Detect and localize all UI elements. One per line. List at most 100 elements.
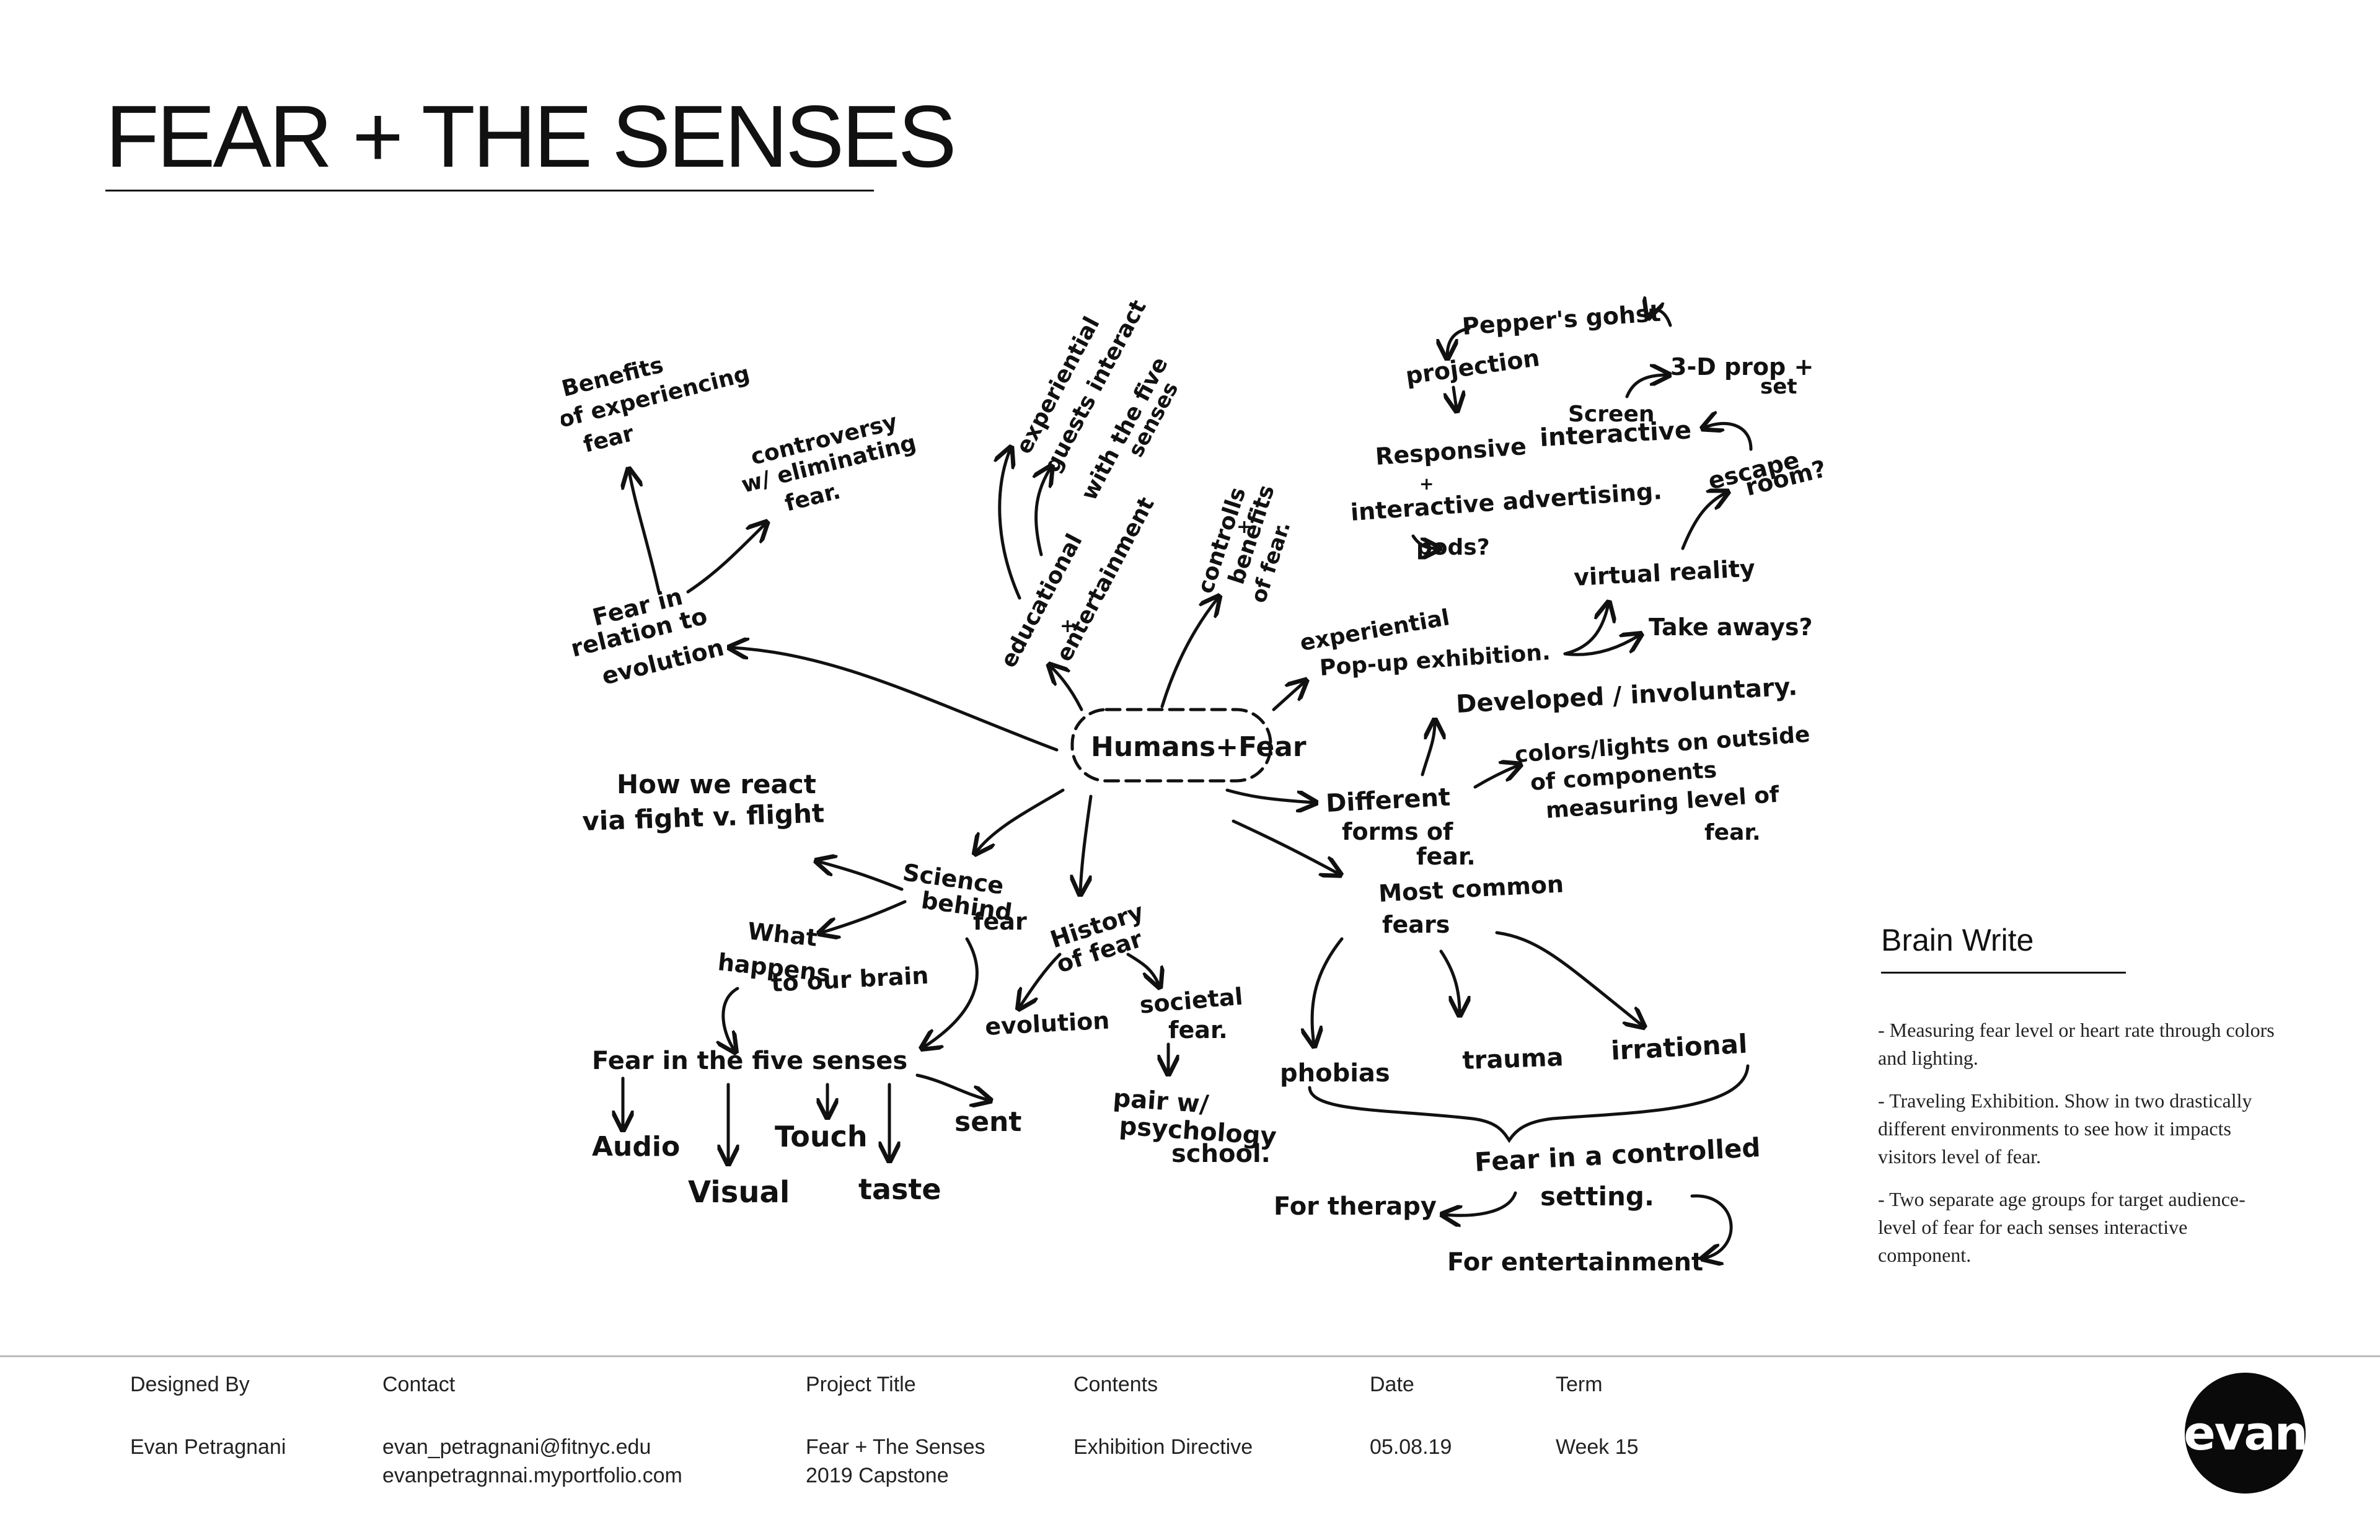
- pair-line1: pair w/: [1112, 1084, 1210, 1119]
- taste-label: taste: [858, 1173, 941, 1206]
- arrow-to-3d-prop: [1625, 375, 1667, 398]
- arrow-to-projection: [1447, 327, 1471, 356]
- touch-label: Touch: [775, 1120, 868, 1153]
- arrow-to-phobias: [1312, 937, 1344, 1044]
- mind-map-labels: Humans+Fear Benefits of experiencing fea…: [556, 296, 1829, 1277]
- title-underline: [105, 190, 874, 191]
- evan-logo: evan: [2184, 1373, 2308, 1494]
- arrow-to-popup: [1272, 682, 1305, 711]
- arrow-to-senses-root: [923, 937, 979, 1047]
- evolution-label: evolution: [984, 1007, 1110, 1041]
- arrow-to-evolution: [1020, 953, 1062, 1007]
- designed-by-value: Evan Petragnani: [130, 1435, 286, 1459]
- arrow-to-pods: [1411, 534, 1438, 548]
- screen-line2: interactive: [1539, 416, 1692, 452]
- takeaways-label: Take aways?: [1649, 614, 1813, 641]
- prop-line2: set: [1760, 374, 1797, 399]
- project-label: Project Title: [806, 1373, 916, 1396]
- center-node: Humans+Fear: [1091, 731, 1307, 763]
- date-value: 05.08.19: [1370, 1435, 1452, 1459]
- arrow-to-societal: [1126, 953, 1159, 985]
- responsive-line2: interactive advertising.: [1350, 477, 1663, 526]
- trauma-label: trauma: [1462, 1043, 1564, 1075]
- note-2: - Traveling Exhibition. Show in two dras…: [1878, 1089, 2252, 1168]
- arrow-to-trauma: [1439, 949, 1460, 1013]
- different-line1: Different: [1325, 783, 1451, 818]
- note-1: - Measuring fear level or heart rate thr…: [1878, 1019, 2275, 1069]
- arrow-to-sent: [915, 1073, 989, 1100]
- societal-line2: fear.: [1168, 1016, 1228, 1044]
- screen-line1: Screen: [1568, 402, 1654, 427]
- contact-portfolio: evanpetragnnai.myportfolio.com: [382, 1464, 682, 1487]
- different-line3: fear.: [1416, 843, 1476, 870]
- arrow-to-escape-room: [1681, 493, 1726, 550]
- project-subtitle: 2019 Capstone: [806, 1464, 949, 1487]
- developed-label: Developed / involuntary.: [1455, 672, 1798, 719]
- what-line1: What: [746, 917, 819, 952]
- entertainment-label-2: For entertainment: [1447, 1248, 1703, 1277]
- common-line1: Most common: [1378, 870, 1564, 907]
- projection-label: projection: [1404, 344, 1541, 390]
- arrow-to-most-common: [1232, 819, 1339, 874]
- footer-contents: Contents Exhibition Directive: [1073, 1373, 1253, 1461]
- colors-line4: fear.: [1704, 820, 1761, 845]
- arrow-to-what-happens: [821, 900, 907, 933]
- designed-by-label: Designed By: [130, 1373, 250, 1396]
- arrow-to-science: [976, 788, 1065, 852]
- peppers-label: Pepper's gohst: [1461, 299, 1662, 340]
- societal-line1: societal: [1139, 983, 1244, 1019]
- therapy-label: For therapy: [1274, 1192, 1437, 1221]
- educational-plus: +: [1060, 615, 1075, 637]
- vr-label: virtual reality: [1573, 555, 1756, 591]
- mind-map: Humans+Fear Benefits of experiencing fea…: [556, 282, 1850, 1286]
- footer-date: Date 05.08.19: [1370, 1373, 1452, 1461]
- visual-label: Visual: [688, 1175, 790, 1210]
- arrow-to-evolution-relation: [731, 648, 1059, 752]
- center-oval: [1070, 708, 1272, 783]
- senses-root-label: Fear in the five senses: [592, 1047, 907, 1075]
- arrow-to-controversy: [686, 524, 765, 594]
- term-value: Week 15: [1556, 1435, 1639, 1459]
- controlls-plus: +: [1236, 516, 1252, 538]
- pair-line3: school.: [1171, 1140, 1271, 1168]
- sent-label: sent: [954, 1106, 1021, 1138]
- arrow-to-experiential: [1000, 449, 1021, 600]
- footer-term: Term Week 15: [1556, 1373, 1639, 1461]
- arrow-to-responsive: [1453, 385, 1457, 409]
- term-label: Term: [1556, 1373, 1603, 1396]
- responsive-plus: +: [1419, 473, 1434, 494]
- arrow-to-developed: [1421, 722, 1435, 777]
- sidebar-title: Brain Write: [1881, 923, 2034, 957]
- footer-project: Project Title Fear + The Senses 2019 Cap…: [806, 1373, 985, 1490]
- prop-line1: 3-D prop +: [1670, 353, 1814, 381]
- note-3: - Two separate age groups for target aud…: [1878, 1188, 2246, 1266]
- arrow-to-irrational: [1495, 931, 1642, 1026]
- project-title: Fear + The Senses: [806, 1435, 985, 1459]
- controlled-line2: setting.: [1540, 1181, 1654, 1212]
- arrow-to-screen: [1704, 423, 1753, 451]
- contact-label: Contact: [382, 1373, 456, 1396]
- arrow-to-benefits: [629, 471, 661, 594]
- pods-label: pods?: [1416, 535, 1490, 560]
- phobias-label: phobias: [1280, 1059, 1390, 1088]
- arrow-to-controlls: [1160, 598, 1218, 708]
- connector-arrows: [623, 310, 1753, 1258]
- responsive-line1: Responsive: [1375, 433, 1528, 470]
- date-label: Date: [1370, 1373, 1414, 1396]
- controlled-line1: Fear in a controlled: [1474, 1132, 1761, 1177]
- irrational-label: irrational: [1610, 1029, 1748, 1066]
- grouping-brace: [1308, 1064, 1750, 1143]
- common-line2: fears: [1382, 911, 1450, 938]
- react-line1: How we react: [617, 769, 816, 799]
- entertainment-label: entertainment: [1052, 493, 1160, 666]
- contents-label: Contents: [1073, 1373, 1158, 1396]
- arrow-to-therapy: [1444, 1191, 1517, 1215]
- arrow-to-entertainment: [1690, 1194, 1733, 1258]
- arrow-what-to-senses: [723, 987, 738, 1050]
- different-line2: forms of: [1342, 818, 1453, 845]
- arrow-to-react: [818, 861, 904, 891]
- logo-text: evan: [2184, 1406, 2307, 1461]
- footer-designed-by: Designed By Evan Petragnani: [130, 1373, 286, 1461]
- arrow-to-different-forms: [1225, 788, 1314, 803]
- footer-contact: Contact evan_petragnani@fitnyc.edu evanp…: [382, 1373, 682, 1490]
